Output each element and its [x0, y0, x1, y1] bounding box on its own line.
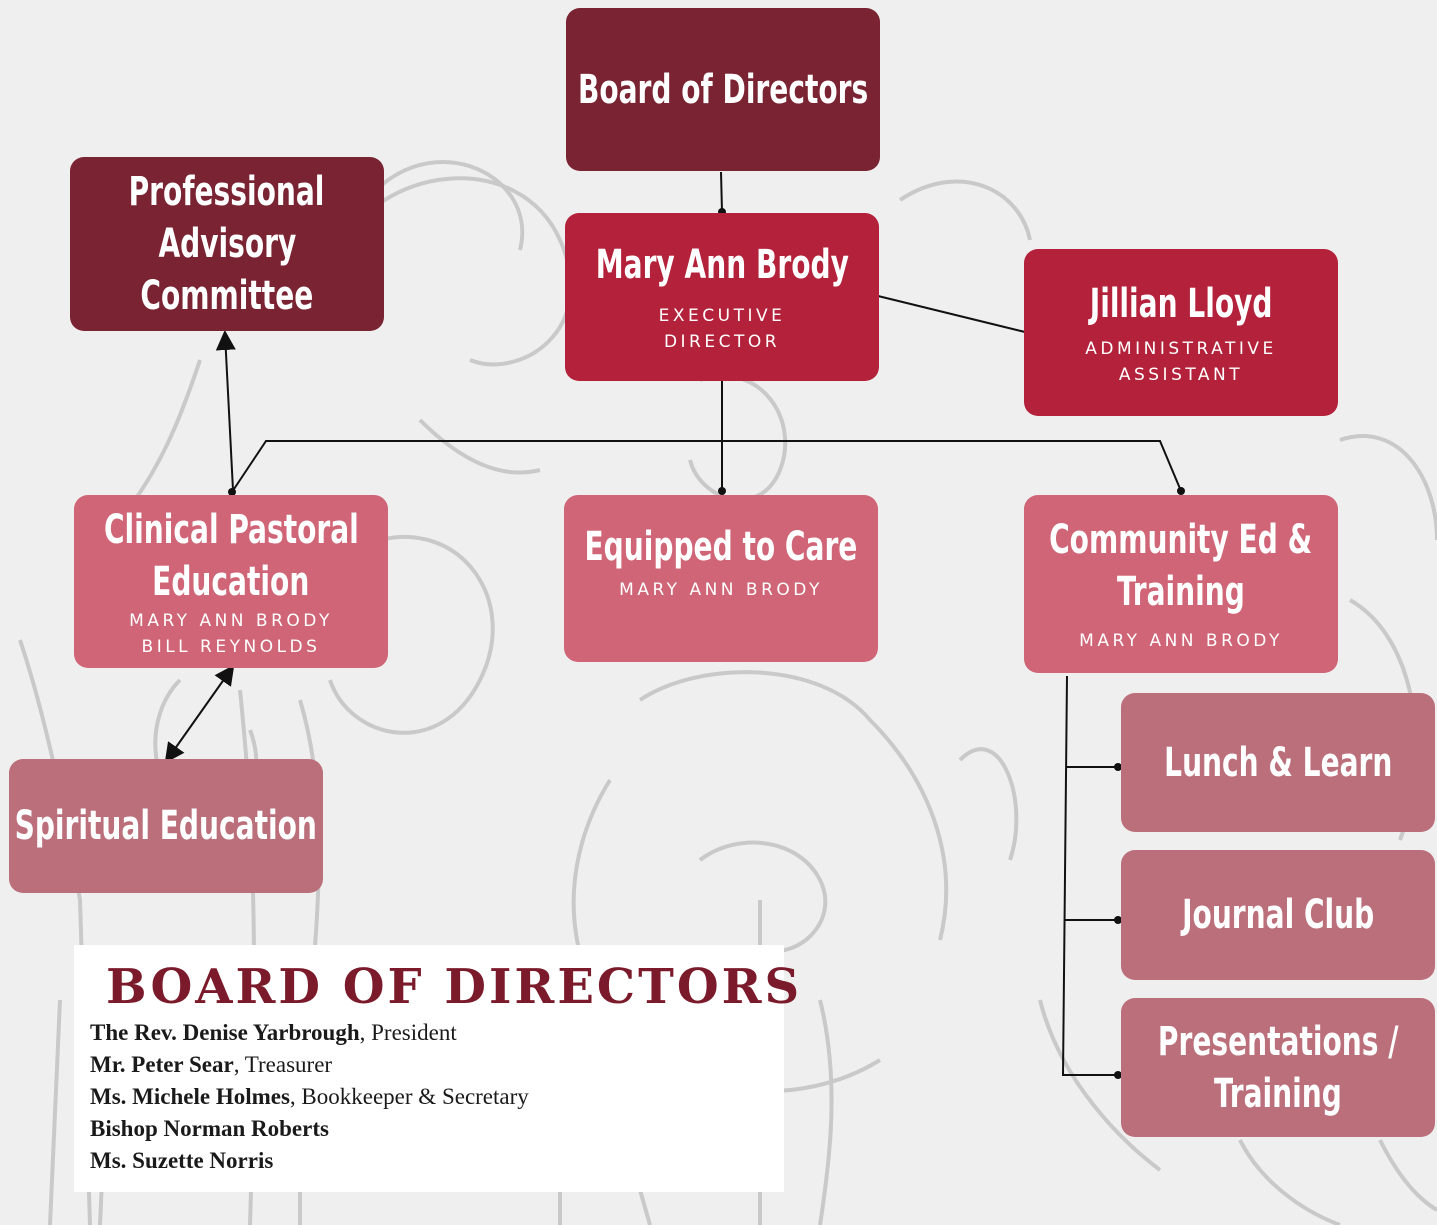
board-member: Mr. Peter Sear, Treasurer [90, 1049, 784, 1081]
node-spiritual-education: Spiritual Education [9, 759, 323, 893]
node-professional-advisory-committee: Professional Advisory Committee [70, 157, 384, 331]
node-person: MARY ANN BRODY [1079, 631, 1283, 651]
member-name: Bishop Norman Roberts [90, 1116, 329, 1141]
member-name: The Rev. Denise Yarbrough [90, 1020, 360, 1045]
board-member: Ms. Suzette Norris [90, 1145, 784, 1177]
node-lunch-and-learn: Lunch & Learn [1121, 693, 1435, 832]
node-title-line: Training [1214, 1070, 1342, 1117]
board-member: The Rev. Denise Yarbrough, President [90, 1017, 784, 1049]
node-role-line: ASSISTANT [1118, 364, 1244, 385]
member-role: , Treasurer [233, 1052, 333, 1077]
node-title: Board of Directors [577, 66, 869, 113]
node-title: Journal Club [1181, 892, 1375, 938]
node-clinical-pastoral-education: Clinical Pastoral Education MARY ANN BRO… [74, 495, 388, 668]
node-community-ed-training: Community Ed & Training MARY ANN BRODY [1024, 495, 1338, 673]
node-title: Jillian Lloyd [1089, 280, 1273, 327]
member-name: Ms. Michele Holmes [90, 1084, 290, 1109]
node-title: Lunch & Learn [1163, 739, 1393, 786]
connector-advisory-cpe [215, 330, 236, 491]
node-executive-director: Mary Ann Brody EXECUTIVE DIRECTOR [565, 213, 879, 381]
connector-exec-assistant [877, 295, 1026, 333]
connector-community-branch [1061, 675, 1118, 1076]
node-title: Mary Ann Brody [595, 242, 849, 288]
connector-board-exec [720, 171, 723, 213]
node-title-line: Training [1117, 569, 1245, 615]
member-role: , President [359, 1020, 457, 1045]
node-title-line: Advisory [158, 221, 296, 267]
node-equipped-to-care: Equipped to Care MARY ANN BRODY [564, 495, 878, 662]
member-role: , Bookkeeper & Secretary [289, 1084, 529, 1109]
node-title-line: Education [152, 558, 310, 605]
node-role-line: EXECUTIVE [658, 306, 786, 326]
node-person: MARY ANN BRODY [129, 610, 333, 631]
node-title: Spiritual Education [14, 803, 318, 849]
connector-program-bar [231, 440, 1182, 493]
node-title-line: Professional [129, 169, 325, 215]
board-member: Bishop Norman Roberts [90, 1113, 784, 1145]
node-administrative-assistant: Jillian Lloyd ADMINISTRATIVE ASSISTANT [1024, 249, 1338, 416]
node-person: MARY ANN BRODY [619, 580, 823, 600]
node-title-line: Committee [140, 273, 314, 319]
node-presentations-training: Presentations / Training [1121, 998, 1435, 1137]
node-board-of-directors: Board of Directors [566, 8, 880, 171]
node-title-line: Community Ed & [1049, 517, 1313, 563]
node-role-line: ADMINISTRATIVE [1085, 338, 1277, 359]
node-person: BILL REYNOLDS [141, 636, 321, 657]
board-members-panel: BOARD OF DIRECTORS The Rev. Denise Yarbr… [74, 945, 803, 1192]
node-title: Equipped to Care [584, 524, 858, 570]
connector-cpe-spiritual [164, 664, 235, 764]
node-title-line: Presentations / [1157, 1018, 1399, 1065]
board-member: Ms. Michele Holmes, Bookkeeper & Secreta… [90, 1081, 784, 1113]
node-title-line: Clinical Pastoral [103, 506, 359, 553]
node-role-line: DIRECTOR [663, 332, 781, 352]
board-panel-heading: BOARD OF DIRECTORS [106, 959, 803, 1015]
member-name: Mr. Peter Sear [90, 1052, 234, 1077]
member-name: Ms. Suzette Norris [90, 1148, 274, 1173]
node-journal-club: Journal Club [1121, 850, 1435, 980]
